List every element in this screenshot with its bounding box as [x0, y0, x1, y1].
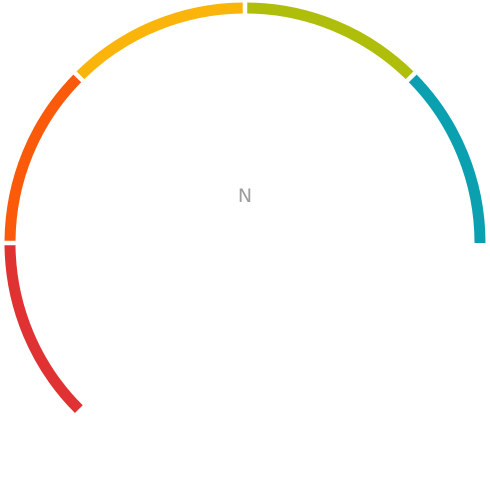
gauge-center-label: N	[237, 185, 253, 207]
teal-segment	[408, 74, 486, 244]
red-segment	[4, 245, 83, 414]
lime-segment	[247, 2, 414, 80]
gauge-segments	[4, 2, 486, 414]
amber-segment	[76, 2, 243, 80]
orange-segment	[4, 74, 82, 241]
